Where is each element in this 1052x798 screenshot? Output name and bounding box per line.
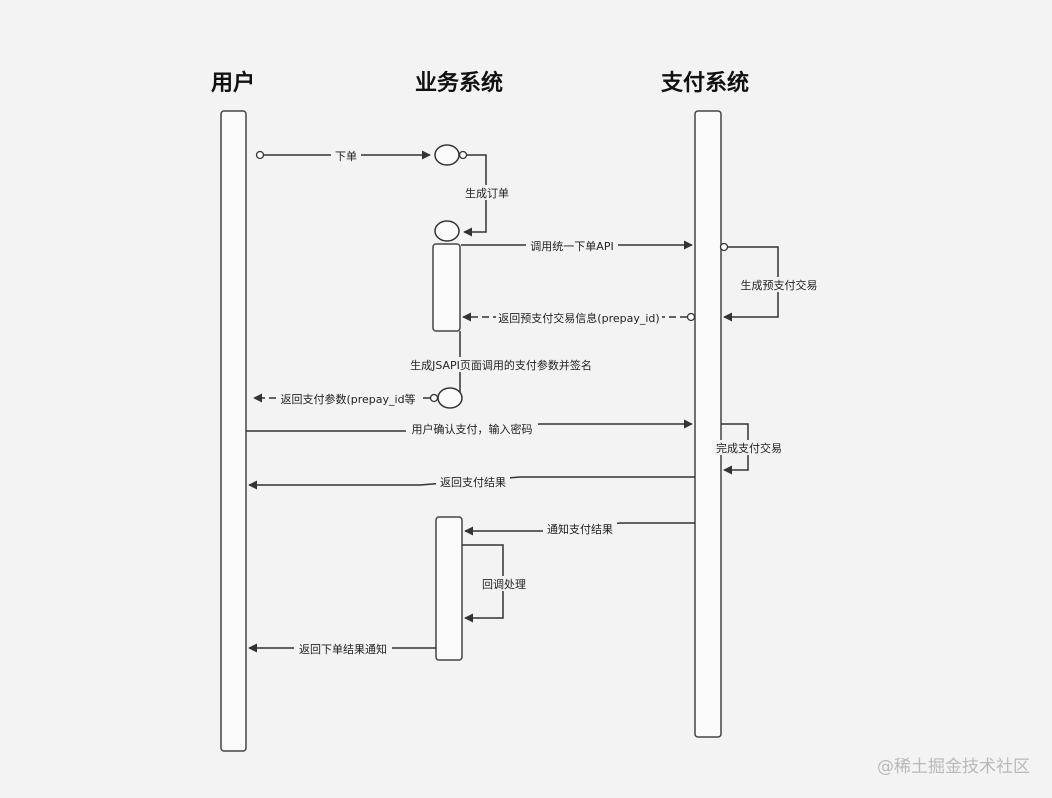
- message-return-order-notice-label: 返回下单结果通知: [299, 642, 387, 656]
- message-create-prepay-transaction-label: 生成预支付交易: [741, 278, 818, 292]
- message-return-pay-result: 返回支付结果: [248, 474, 695, 490]
- message-user-confirm-pay: 用户确认支付，输入密码: [246, 419, 693, 436]
- message-place-order-label: 下单: [335, 150, 357, 163]
- message-sign-jsapi-params: 生成JSAPI页面调用的支付参数并签名: [400, 331, 602, 398]
- message-return-pay-params: 返回支付参数(prepay_id等: [253, 391, 439, 406]
- actor-user-title: 用户: [211, 70, 255, 96]
- message-call-unified-order-api-label: 调用统一下单API: [530, 240, 613, 253]
- message-sign-jsapi-params-label: 生成JSAPI页面调用的支付参数并签名: [410, 358, 592, 372]
- message-notify-pay-result-label: 通知支付结果: [547, 522, 613, 536]
- message-return-prepay-info-label: 返回预支付交易信息(prepay_id): [498, 311, 659, 325]
- message-user-confirm-pay-label: 用户确认支付，输入密码: [412, 422, 533, 436]
- state-node-1: [434, 144, 460, 166]
- message-complete-transaction-label: 完成支付交易: [716, 441, 782, 455]
- payment-lifeline: [694, 110, 722, 738]
- message-return-order-notice: 返回下单结果通知: [248, 641, 436, 656]
- actor-payment-title: 支付系统: [661, 70, 749, 96]
- message-return-pay-params-label: 返回支付参数(prepay_id等: [280, 392, 415, 406]
- state-node-3: [437, 387, 463, 409]
- business-activation-1: [432, 243, 461, 332]
- message-callback-handling: 回调处理: [462, 544, 530, 623]
- message-create-order-label: 生成订单: [465, 186, 509, 200]
- message-complete-transaction: 完成支付交易: [712, 423, 786, 475]
- message-create-order: 生成订单: [461, 154, 513, 237]
- message-return-prepay-info: 返回预支付交易信息(prepay_id): [462, 310, 696, 325]
- message-return-pay-result-label: 返回支付结果: [440, 476, 506, 489]
- message-notify-pay-result: 通知支付结果: [464, 521, 695, 536]
- state-node-1-port: [458, 150, 468, 160]
- watermark-text: @稀土掘金技术社区: [877, 757, 1030, 777]
- message-place-order: 下单: [255, 148, 431, 163]
- business-activation-2: [435, 516, 463, 661]
- message-call-unified-order-api: 调用统一下单API: [461, 238, 693, 253]
- actor-business-title: 业务系统: [415, 70, 503, 96]
- state-node-2: [434, 220, 460, 242]
- message-callback-handling-label: 回调处理: [482, 578, 526, 591]
- user-lifeline: [220, 110, 247, 752]
- message-create-prepay-transaction: 生成预支付交易: [719, 242, 822, 322]
